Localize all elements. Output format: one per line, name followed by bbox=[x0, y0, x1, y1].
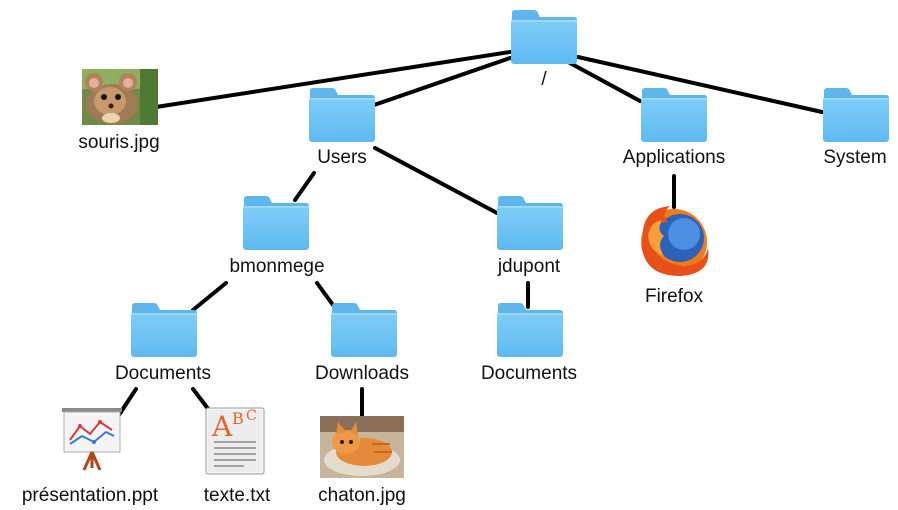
souris-label[interactable]: souris.jpg bbox=[78, 132, 160, 153]
presentation-icon[interactable] bbox=[62, 408, 122, 471]
root-folder-icon[interactable] bbox=[511, 10, 577, 64]
root-label: / bbox=[541, 69, 547, 90]
system-label[interactable]: System bbox=[823, 147, 887, 168]
jdupont-folder-icon[interactable] bbox=[497, 196, 563, 250]
svg-text:B: B bbox=[232, 409, 244, 428]
chaton-label[interactable]: chaton.jpg bbox=[318, 485, 406, 506]
applications-label[interactable]: Applications bbox=[622, 147, 726, 168]
firefox-icon[interactable] bbox=[641, 206, 709, 276]
svg-text:C: C bbox=[246, 408, 257, 424]
documents-label[interactable]: Documents bbox=[114, 363, 212, 384]
edge-root-system bbox=[576, 55, 824, 114]
svg-text:A: A bbox=[211, 410, 233, 443]
edge-bmonmege-documents bbox=[191, 281, 228, 312]
applications-folder-icon[interactable] bbox=[641, 88, 707, 142]
system-folder-icon[interactable] bbox=[823, 88, 889, 142]
texte-label[interactable]: texte.txt bbox=[203, 485, 271, 506]
jdupont-label[interactable]: jdupont bbox=[497, 256, 561, 277]
jdupont-documents-folder-icon[interactable] bbox=[497, 303, 563, 357]
edge-root-users bbox=[372, 56, 512, 107]
tree-edges bbox=[115, 50, 824, 420]
downloads-label[interactable]: Downloads bbox=[315, 363, 409, 384]
bmonmege-folder-icon[interactable] bbox=[243, 196, 309, 250]
text-document-icon[interactable]: A B C bbox=[205, 407, 265, 475]
users-folder-icon[interactable] bbox=[309, 88, 375, 142]
jdupont-documents-label[interactable]: Documents bbox=[480, 363, 578, 384]
downloads-folder-icon[interactable] bbox=[331, 303, 397, 357]
edge-users-bmonmege bbox=[293, 171, 316, 202]
presentation-label[interactable]: présentation.ppt bbox=[21, 485, 159, 506]
edge-documents-texte bbox=[191, 387, 211, 412]
bmonmege-label[interactable]: bmonmege bbox=[229, 256, 325, 277]
firefox-label[interactable]: Firefox bbox=[644, 286, 704, 307]
edge-root-souris bbox=[154, 50, 512, 109]
kitten-photo-icon[interactable] bbox=[320, 416, 404, 478]
edge-users-jdupont bbox=[373, 146, 499, 215]
documents-folder-icon[interactable] bbox=[131, 303, 197, 357]
edge-bmonmege-downloads bbox=[315, 281, 335, 307]
users-label[interactable]: Users bbox=[317, 147, 367, 168]
mouse-photo-icon[interactable] bbox=[82, 69, 158, 125]
edge-root-applications bbox=[568, 61, 642, 103]
